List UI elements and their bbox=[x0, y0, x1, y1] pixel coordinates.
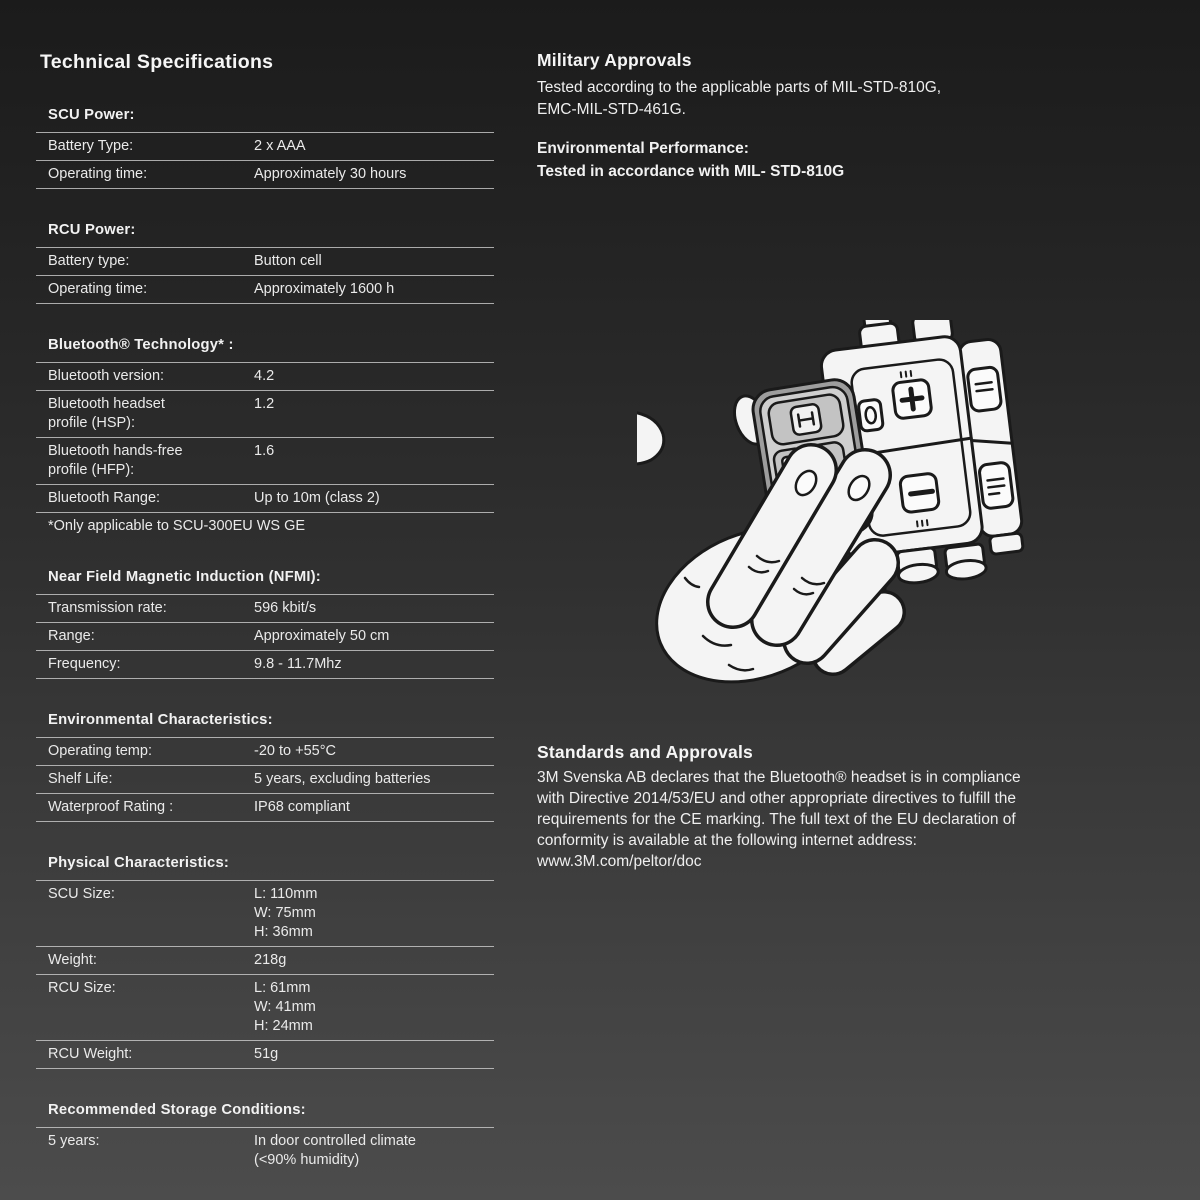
spec-label: Weight: bbox=[48, 952, 97, 968]
ptt-button-icon bbox=[796, 411, 816, 428]
spec-row: 5 years: In door controlled climate (<90… bbox=[36, 1128, 494, 1174]
section-heading: Near Field Magnetic Induction (NFMI): bbox=[36, 564, 494, 595]
spec-value: IP68 compliant bbox=[254, 799, 350, 815]
spec-row: Battery Type: 2 x AAA bbox=[36, 133, 494, 161]
spec-label: Operating temp: bbox=[48, 743, 152, 759]
spec-value: 51g bbox=[254, 1046, 279, 1062]
military-approvals-title: Military Approvals bbox=[537, 50, 692, 70]
section-rcu-power: RCU Power: Battery type: Button cell Ope… bbox=[36, 217, 494, 304]
section-bluetooth-technology: Bluetooth® Technology* : Bluetooth versi… bbox=[36, 332, 494, 536]
technical-specifications-column: Technical Specifications SCU Power: Batt… bbox=[36, 50, 494, 1174]
section-heading: RCU Power: bbox=[36, 217, 494, 248]
spec-value: 1.2 bbox=[254, 396, 275, 412]
bluetooth-footnote: *Only applicable to SCU-300EU WS GE bbox=[48, 518, 306, 534]
spec-row: Operating time: Approximately 30 hours bbox=[36, 161, 494, 189]
spec-value: In door controlled climate (<90% humidit… bbox=[254, 1133, 416, 1168]
spec-row: Bluetooth version: 4.2 bbox=[36, 363, 494, 391]
spec-label: RCU Weight: bbox=[48, 1046, 133, 1062]
section-nfmi: Near Field Magnetic Induction (NFMI): Tr… bbox=[36, 564, 494, 679]
spec-row: RCU Weight: 51g bbox=[36, 1041, 494, 1069]
spec-row: Frequency: 9.8 - 11.7Mhz bbox=[36, 651, 494, 679]
environmental-performance-body: Tested in accordance with MIL- STD-810G bbox=[537, 163, 845, 180]
spec-label: Waterproof Rating : bbox=[48, 799, 174, 815]
environmental-performance-block: Environmental Performance: Tested in acc… bbox=[537, 137, 1137, 183]
spec-value: Up to 10m (class 2) bbox=[254, 490, 380, 506]
spec-label: Operating time: bbox=[48, 281, 148, 297]
section-environmental-characteristics: Environmental Characteristics: Operating… bbox=[36, 707, 494, 822]
spec-value: Approximately 30 hours bbox=[254, 166, 407, 182]
spec-label: Bluetooth version: bbox=[48, 368, 165, 384]
spec-row: Bluetooth headset profile (HSP): 1.2 bbox=[36, 391, 494, 438]
section-physical-characteristics: Physical Characteristics: SCU Size: L: 1… bbox=[36, 850, 494, 1069]
spec-value: L: 110mm W: 75mm H: 36mm bbox=[254, 886, 318, 940]
spec-label: Battery Type: bbox=[48, 138, 134, 154]
section-heading: SCU Power: bbox=[36, 102, 494, 133]
spec-value: 1.6 bbox=[254, 443, 275, 459]
spec-label: Operating time: bbox=[48, 166, 148, 182]
spec-value: Approximately 1600 h bbox=[254, 281, 395, 297]
spec-row: Transmission rate: 596 kbit/s bbox=[36, 595, 494, 623]
spec-label: SCU Size: bbox=[48, 886, 115, 902]
spec-value: Button cell bbox=[254, 253, 322, 269]
spec-value: L: 61mm W: 41mm H: 24mm bbox=[254, 980, 316, 1034]
section-heading: Recommended Storage Conditions: bbox=[36, 1097, 494, 1128]
spec-row: Operating time: Approximately 1600 h bbox=[36, 276, 494, 304]
spec-row: Range: Approximately 50 cm bbox=[36, 623, 494, 651]
standards-and-approvals-title: Standards and Approvals bbox=[537, 742, 753, 762]
approvals-column: Military Approvals Tested according to t… bbox=[537, 48, 1137, 870]
spec-row: Weight: 218g bbox=[36, 947, 494, 975]
spec-label: Shelf Life: bbox=[48, 771, 113, 787]
spec-row: Bluetooth Range: Up to 10m (class 2) bbox=[36, 485, 494, 513]
spec-value: 5 years, excluding batteries bbox=[254, 771, 431, 787]
page-title: Technical Specifications bbox=[40, 51, 274, 73]
environmental-performance-title: Environmental Performance: bbox=[537, 140, 749, 157]
hand-holding-rcu-illustration bbox=[637, 320, 1025, 684]
minus-button-icon bbox=[908, 488, 935, 497]
spec-value: 218g bbox=[254, 952, 287, 968]
spec-label: Bluetooth headset profile (HSP): bbox=[48, 396, 165, 431]
spec-label: Range: bbox=[48, 628, 95, 644]
spec-row: Shelf Life: 5 years, excluding batteries bbox=[36, 766, 494, 794]
spec-row: Bluetooth hands-free profile (HFP): 1.6 bbox=[36, 438, 494, 485]
spec-label: Bluetooth hands-free profile (HFP): bbox=[48, 443, 183, 478]
hand-drawing bbox=[655, 443, 906, 684]
section-heading: Environmental Characteristics: bbox=[36, 707, 494, 738]
spec-label: Frequency: bbox=[48, 656, 121, 672]
standards-and-approvals-block: Standards and Approvals 3M Svenska AB de… bbox=[537, 740, 1117, 872]
section-storage-conditions: Recommended Storage Conditions: 5 years:… bbox=[36, 1097, 494, 1174]
section-heading: Physical Characteristics: bbox=[36, 850, 494, 881]
plus-button-icon bbox=[899, 386, 925, 412]
section-heading: Bluetooth® Technology* : bbox=[36, 332, 494, 363]
power-button-icon bbox=[864, 406, 878, 425]
spec-row: RCU Size: L: 61mm W: 41mm H: 24mm bbox=[36, 975, 494, 1041]
spec-label: Transmission rate: bbox=[48, 600, 167, 616]
spec-label: Bluetooth Range: bbox=[48, 490, 161, 506]
spec-value: -20 to +55°C bbox=[254, 743, 336, 759]
spec-value: 4.2 bbox=[254, 368, 275, 384]
spec-row: SCU Size: L: 110mm W: 75mm H: 36mm bbox=[36, 881, 494, 947]
spec-value: 9.8 - 11.7Mhz bbox=[254, 656, 342, 672]
spec-row: Battery type: Button cell bbox=[36, 248, 494, 276]
military-approvals-body: Tested according to the applicable parts… bbox=[537, 79, 942, 118]
spec-label: Battery type: bbox=[48, 253, 130, 269]
spec-value: Approximately 50 cm bbox=[254, 628, 390, 644]
spec-label: 5 years: bbox=[48, 1133, 100, 1149]
spec-value: 2 x AAA bbox=[254, 138, 306, 154]
spec-label: RCU Size: bbox=[48, 980, 116, 996]
spec-row: Operating temp: -20 to +55°C bbox=[36, 738, 494, 766]
spec-value: 596 kbit/s bbox=[254, 600, 317, 616]
standards-and-approvals-body: 3M Svenska AB declares that the Bluetoot… bbox=[537, 769, 1021, 870]
spec-row: Waterproof Rating : IP68 compliant bbox=[36, 794, 494, 822]
section-scu-power: SCU Power: Battery Type: 2 x AAA Operati… bbox=[36, 102, 494, 189]
